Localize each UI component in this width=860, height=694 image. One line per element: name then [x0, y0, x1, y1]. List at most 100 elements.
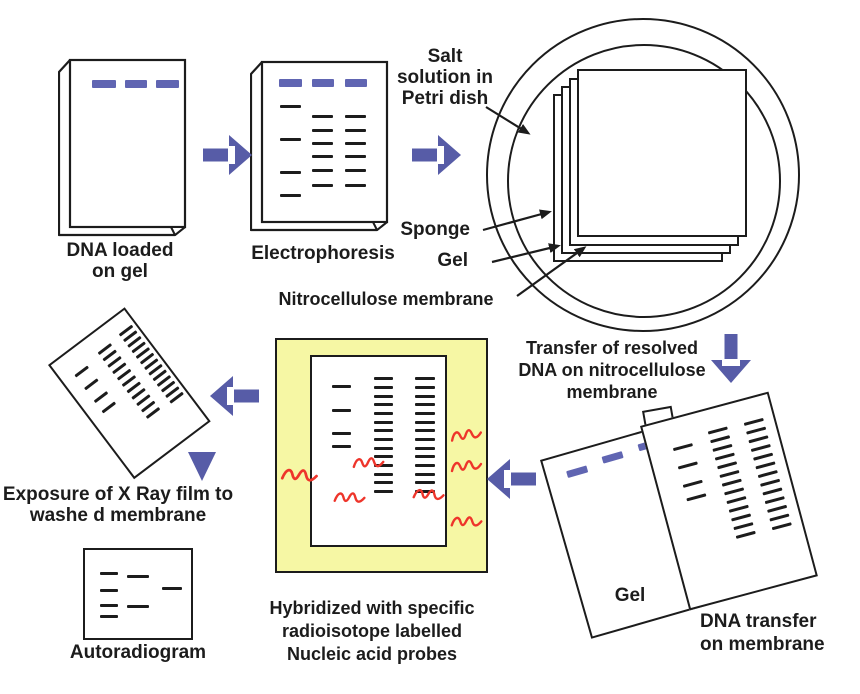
dna-band [374, 386, 393, 389]
dna-band [374, 395, 393, 398]
dna-band [374, 481, 393, 484]
dna-band [767, 504, 788, 513]
dna-band [280, 138, 301, 141]
dna-band [750, 443, 771, 453]
dna-band [755, 461, 776, 470]
dna-band [374, 438, 393, 441]
step2-label: Electrophoresis [243, 243, 403, 264]
flow-arrow-right-icon [203, 135, 252, 175]
dna-band [162, 587, 182, 590]
step2-label-text: Electrophoresis [251, 243, 395, 264]
dna-band [743, 417, 764, 426]
transfer-label-line3: membrane [566, 382, 658, 402]
dna-band [101, 401, 116, 414]
dna-band [374, 403, 393, 406]
flow-arrow-right-icon [412, 135, 461, 175]
dna-band [374, 377, 393, 380]
dna-band [127, 605, 149, 608]
dna-band [374, 447, 393, 450]
salt-label-line3: Petri dish [401, 88, 489, 109]
dna-transfer-label-line2: on membrane [700, 634, 825, 655]
sponge-label-text: Sponge [400, 219, 470, 240]
dna-band [415, 455, 435, 458]
well-dash [156, 80, 179, 88]
dna-band [93, 391, 108, 403]
well-dash [312, 79, 334, 87]
dna-band [345, 155, 366, 158]
dna-band [100, 589, 118, 592]
gel-pointer-label: Gel [400, 250, 468, 271]
dna-band [726, 496, 747, 505]
hybridization-label: Hybridized with specific radioisotope la… [260, 597, 484, 666]
dna-band [735, 530, 756, 539]
dna-band [280, 171, 301, 174]
dna-band [332, 432, 351, 435]
dna-band [280, 194, 301, 197]
dna-band [748, 435, 769, 444]
dna-band [332, 409, 351, 412]
well-dash [566, 465, 589, 478]
probe-squiggle-icon [352, 457, 385, 469]
probe-squiggle-icon [280, 468, 318, 482]
xray-label-line2: washe d membrane [29, 505, 207, 526]
well-dash [345, 79, 367, 87]
dna-band [415, 421, 435, 424]
sponge-label: Sponge [370, 219, 470, 240]
dna-band [374, 490, 393, 493]
dna-band [100, 572, 118, 575]
salt-label-line2: solution in [396, 67, 494, 88]
dna-band [682, 479, 703, 488]
salt-label-line1: Salt [427, 46, 463, 67]
dna-band [415, 481, 435, 484]
dna-band [127, 575, 149, 578]
dna-band [345, 129, 366, 132]
dna-band [100, 604, 118, 607]
dna-band [731, 513, 752, 522]
xray-label: Exposure of X Ray film to washe d membra… [0, 484, 236, 526]
dna-band [345, 169, 366, 172]
dna-band [746, 426, 767, 435]
dna-band [714, 452, 735, 461]
dna-band [374, 464, 393, 467]
dna-band [753, 452, 774, 461]
dna-band [312, 184, 333, 187]
dna-band [771, 522, 792, 531]
dna-band [84, 378, 99, 390]
step1-label-line1: DNA loaded [66, 240, 174, 261]
dna-band [345, 115, 366, 118]
salt-solution-label: Salt solution in Petri dish [393, 46, 497, 109]
xray-film [48, 307, 211, 480]
dna-band [280, 105, 301, 108]
dna-band [733, 522, 754, 531]
dna-band [764, 496, 785, 505]
dna-band [721, 478, 742, 487]
dna-band [712, 443, 733, 452]
dna-band [415, 386, 435, 389]
dna-band [728, 504, 749, 513]
dna-band [686, 493, 707, 502]
electrophoresis-bands [262, 62, 387, 222]
dna-band [762, 487, 783, 496]
flow-arrow-left-icon [210, 376, 259, 416]
probe-squiggle-icon [450, 516, 483, 527]
dna-band [719, 469, 740, 479]
dna-band [345, 142, 366, 145]
gel-sheet-label: Gel [600, 585, 660, 606]
xray-label-line1: Exposure of X Ray film to [2, 484, 234, 505]
dna-band [100, 615, 118, 618]
dna-band [415, 412, 435, 415]
gel-slab-wells [70, 60, 185, 227]
dna-band [332, 385, 351, 388]
flow-arrow-down-icon [711, 334, 751, 383]
dna-band [374, 429, 393, 432]
probe-squiggle-icon [450, 460, 483, 473]
nitrocellulose-label: Nitrocellulose membrane [266, 288, 506, 310]
dna-band [332, 445, 351, 448]
well-dash [125, 80, 147, 88]
dna-band [710, 435, 731, 444]
autoradiogram-box [83, 548, 193, 640]
dna-band [345, 184, 366, 187]
dna-band [672, 443, 693, 452]
step1-label: DNA loaded on gel [36, 240, 204, 282]
